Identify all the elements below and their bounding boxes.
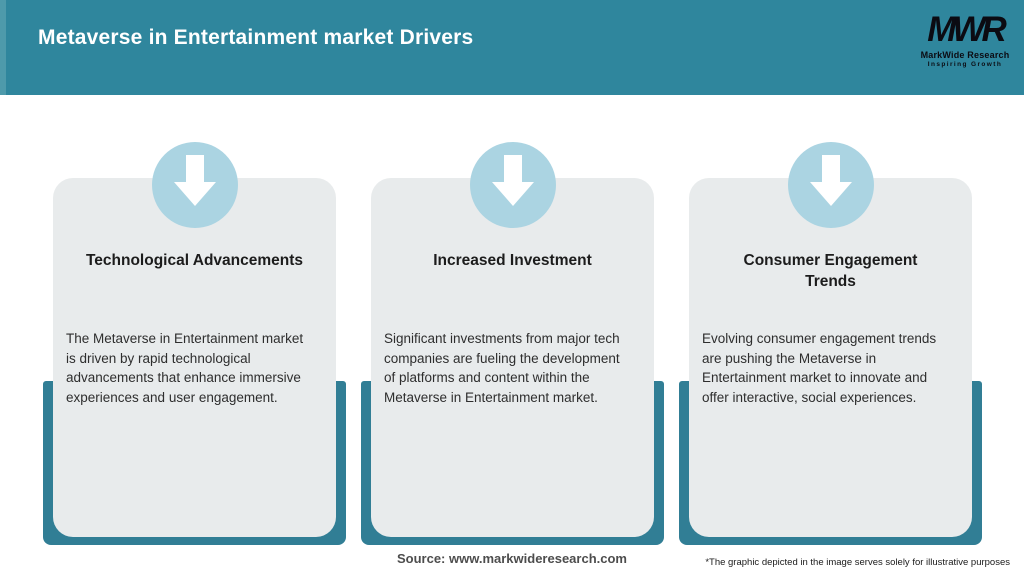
arrow-down-icon <box>151 142 238 228</box>
disclaimer-text: *The graphic depicted in the image serve… <box>705 557 1010 568</box>
arrow-down-icon <box>787 142 874 228</box>
arrow-down-icon <box>469 142 556 228</box>
card-title: Increased Investment <box>433 252 592 269</box>
page-title: Metaverse in Entertainment market Driver… <box>38 26 474 49</box>
source-text: Source: www.markwideresearch.com <box>396 551 627 566</box>
card-body-text: The Metaverse in Entertainment market is… <box>66 331 304 405</box>
card-body-text: Evolving consumer engagement trends are … <box>702 331 937 405</box>
driver-card-increased-investment: Increased Investment Significant investm… <box>361 142 664 545</box>
card-surface: Technological Advancements The Metaverse… <box>53 178 336 537</box>
markwide-research-logo: MWR MarkWide Research Inspiring Growth <box>916 10 1014 68</box>
card-body-text: Significant investments from major tech … <box>384 331 620 405</box>
logo-monogram: MWR <box>927 10 1006 49</box>
logo-name: MarkWide Research <box>920 49 1010 60</box>
card-title: Technological Advancements <box>85 252 304 269</box>
header-accent-stripe <box>0 0 6 95</box>
driver-card-technological-advancements: Technological Advancements The Metaverse… <box>43 142 346 545</box>
logo-tagline: Inspiring Growth <box>927 60 1003 68</box>
driver-card-consumer-engagement-trends: Consumer Engagement Trends Evolving cons… <box>679 142 982 545</box>
card-title: Consumer Engagement Trends <box>743 252 918 290</box>
card-surface: Increased Investment Significant investm… <box>371 178 654 537</box>
header-bar: Metaverse in Entertainment market Driver… <box>0 0 1024 95</box>
card-surface: Consumer Engagement Trends Evolving cons… <box>689 178 972 537</box>
